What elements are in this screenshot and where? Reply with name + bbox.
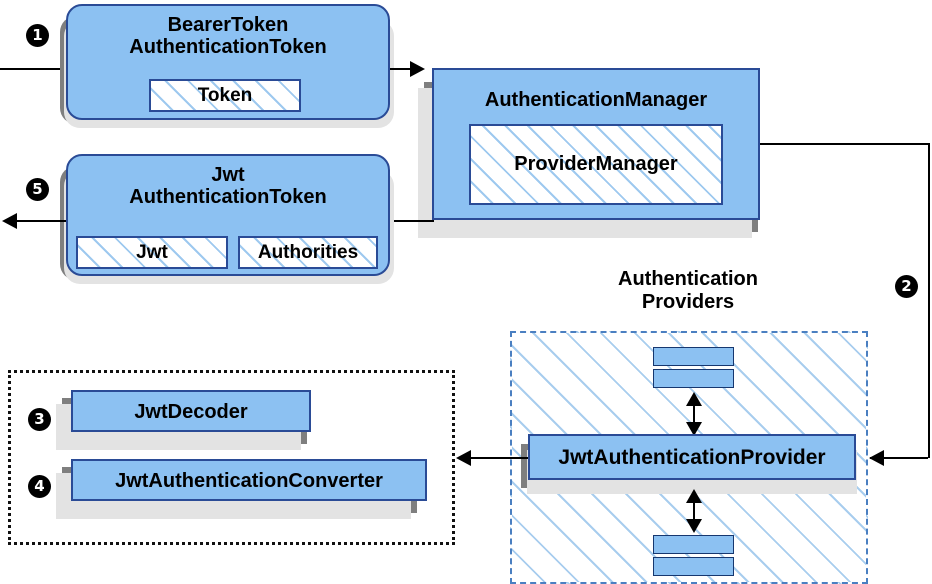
connector-step-5-outgoing [16,220,66,222]
jwt-token-inner-jwt: Jwt [76,236,228,269]
connector-step-2-top [760,143,928,145]
node-jwt-authentication-converter[interactable]: JwtAuthenticationConverter [71,459,427,501]
arrowhead-provider-top-up [686,392,702,406]
arrowhead-provider-bottom-up [686,489,702,503]
jwt-token-inner-authorities-label: Authorities [257,241,359,263]
authentication-manager-inner-provider-manager: ProviderManager [469,124,723,205]
jwt-token-title: Jwt AuthenticationToken [129,164,327,209]
provider-stub-bar-top-1 [653,347,734,366]
authentication-providers-caption: Authentication Providers [618,268,758,313]
jwt-token-inner-authorities: Authorities [238,236,378,269]
step-badge-3: 3 [28,408,51,431]
step-badge-4: 4 [28,475,51,498]
connector-provider-to-support-group [470,457,528,459]
provider-stub-bar-top-2 [653,369,734,388]
arrowhead-bearer-to-manager [410,61,425,77]
jwt-authentication-converter-title: JwtAuthenticationConverter [115,470,383,492]
step-badge-2: 2 [895,275,918,298]
arrowhead-provider-to-support-group [456,450,471,466]
authentication-manager-title: AuthenticationManager [484,89,708,111]
bearer-token-inner-token-label: Token [197,84,253,106]
bearer-token-inner-token: Token [149,79,301,112]
jwt-authentication-provider-title: JwtAuthenticationProvider [558,446,826,469]
connector-step-2-right [928,143,930,458]
arrowhead-provider-top-down [686,422,702,436]
connector-provider-bottom-link [693,494,695,525]
step-badge-5: 5 [26,178,49,201]
provider-stub-bar-bottom-1 [653,535,734,554]
connector-step-2-bottom [870,457,928,459]
arrowhead-step-2-into-provider [869,450,884,466]
jwt-decoder-title: JwtDecoder [134,401,248,423]
connector-manager-to-jwt-token [390,220,434,222]
provider-stub-bar-bottom-2 [653,557,734,576]
connector-bearer-to-manager [390,68,422,70]
jwt-token-inner-jwt-label: Jwt [136,241,168,263]
arrowhead-provider-bottom-down [686,519,702,533]
node-jwt-authentication-provider[interactable]: JwtAuthenticationProvider [528,434,856,480]
bearer-token-title: BearerToken AuthenticationToken [129,14,327,59]
connector-step-1-incoming [0,68,66,70]
node-jwt-decoder[interactable]: JwtDecoder [71,390,311,432]
step-badge-1: 1 [26,24,49,47]
arrowhead-step-5-outgoing [2,213,17,229]
group-jwt-support [8,370,455,545]
provider-manager-label: ProviderManager [514,153,678,175]
connector-provider-top-link [693,397,695,428]
